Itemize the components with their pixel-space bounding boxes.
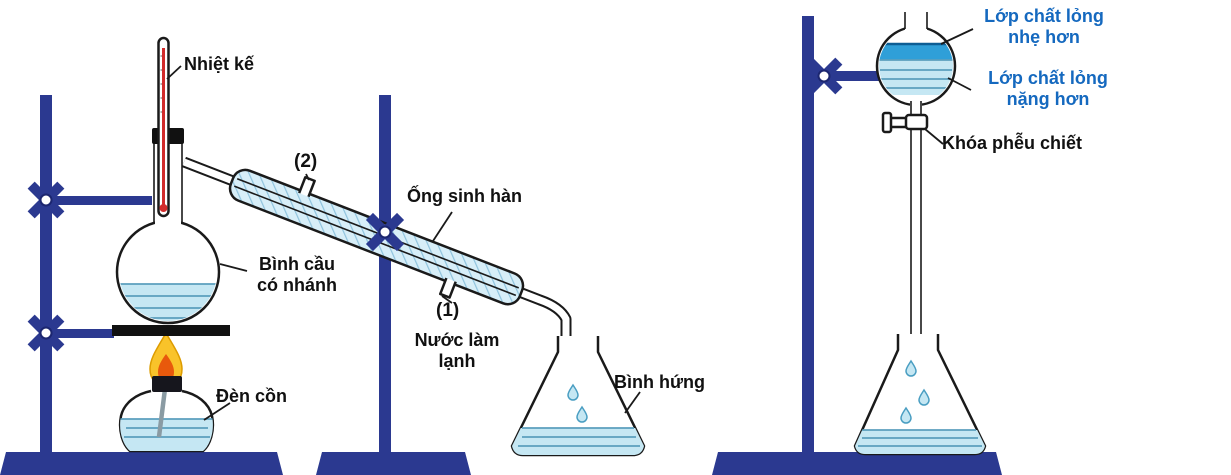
left-stand-base — [0, 452, 283, 475]
condenser-port-2-stub — [298, 176, 316, 198]
pointer-alcohol-lamp — [203, 402, 231, 421]
label-condenser-port-1: (1) — [436, 300, 460, 321]
funnel-stem-fill — [910, 100, 922, 110]
label-branched-flask: Bình cầu có nhánh — [257, 254, 337, 296]
left-stand-upper-clamp-icon — [27, 181, 65, 219]
label-condenser: Ống sinh hàn — [407, 186, 522, 206]
pointer-thermometer — [166, 65, 182, 80]
funnel-stopcock — [881, 111, 929, 134]
pointer-stopcock — [924, 128, 944, 145]
pointer-port-1 — [441, 295, 453, 304]
lighter-liquid-layer — [879, 44, 953, 60]
pointer-lines — [166, 28, 974, 421]
right-stand-clamp-icon — [805, 57, 843, 95]
pointer-lighter-layer — [940, 28, 974, 45]
label-receiving-flask: Bình hứng — [614, 372, 706, 392]
pointer-heavier-layer — [947, 77, 972, 91]
alcohol-lamp — [118, 331, 215, 453]
label-condenser-port-2: (2) — [294, 151, 318, 172]
right-collection-flask — [853, 334, 987, 456]
middle-stand-pole — [379, 95, 391, 453]
funnel-liquid-layers — [879, 42, 953, 95]
left-stand-lower-clamp-icon — [27, 314, 65, 352]
thermometer — [157, 36, 170, 218]
right-stand-pole — [802, 16, 814, 453]
support-plate — [112, 325, 230, 336]
branched-flask — [115, 36, 221, 325]
label-stopcock: Khóa phễu chiết — [942, 133, 1083, 153]
right-stand-arm — [810, 71, 892, 81]
label-heavier-liquid-layer: Lớp chất lỏng nặng hơn — [988, 68, 1108, 110]
label-thermometer: Nhiệt kế — [184, 54, 255, 74]
receiving-flask-liquid — [512, 427, 644, 455]
middle-stand-base — [316, 452, 471, 475]
receiving-flask — [510, 336, 646, 457]
left-stand-lower-arm — [50, 329, 114, 338]
pointer-condenser — [432, 211, 453, 242]
lamp-liquid — [120, 418, 213, 451]
middle-stand-clamp-icon — [365, 212, 405, 252]
label-alcohol-lamp: Đèn cồn — [216, 386, 288, 406]
condenser-port-1-stub — [438, 277, 457, 299]
right-stand-base — [712, 452, 1002, 475]
label-cooling-water: Nước làm lạnh — [414, 330, 500, 372]
label-lighter-liquid-layer: Lớp chất lỏng nhẹ hơn — [984, 6, 1104, 48]
lamp-collar — [152, 376, 182, 392]
vapour-tube — [182, 156, 572, 342]
separating-funnel — [875, 12, 957, 334]
right-stand — [712, 16, 1002, 475]
left-stand-pole — [40, 95, 52, 453]
funnel-neck-fill — [905, 13, 927, 30]
middle-stand — [316, 95, 471, 475]
pointer-receiving-flask — [624, 391, 641, 414]
heavier-liquid-layer — [879, 60, 953, 95]
flame-inner — [158, 354, 174, 382]
right-collection-flask-liquid — [855, 429, 985, 454]
left-stand — [0, 95, 283, 475]
pointer-branched-flask — [219, 263, 248, 272]
pointer-port-2 — [305, 173, 310, 181]
left-stand-upper-arm — [50, 196, 152, 205]
